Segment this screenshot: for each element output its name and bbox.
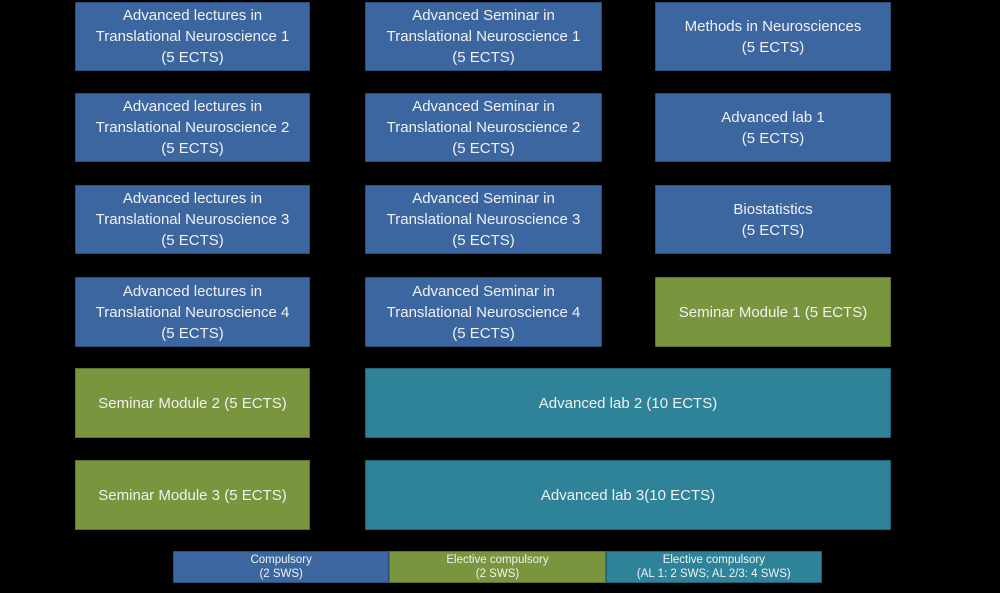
- module-label: Advanced lectures in Translational Neuro…: [95, 98, 290, 157]
- legend-label: Elective compulsory (AL 1: 2 SWS; AL 2/3…: [636, 554, 791, 580]
- module-box-advanced-seminar-2: Advanced Seminar in Translational Neuros…: [365, 93, 602, 162]
- module-label: Advanced lab 3(10 ECTS): [540, 486, 716, 504]
- module-box-advanced-lectures-4: Advanced lectures in Translational Neuro…: [75, 277, 310, 347]
- module-box-advanced-seminar-1: Advanced Seminar in Translational Neuros…: [365, 2, 602, 71]
- legend-label: Elective compulsory (2 SWS): [446, 554, 549, 580]
- module-box-advanced-lab-1: Advanced lab 1 (5 ECTS): [655, 93, 891, 162]
- module-box-advanced-lectures-2: Advanced lectures in Translational Neuro…: [75, 93, 310, 162]
- module-box-advanced-seminar-3: Advanced Seminar in Translational Neuros…: [365, 185, 602, 254]
- legend-item-elective-compulsory-lab: Elective compulsory (AL 1: 2 SWS; AL 2/3…: [605, 551, 822, 583]
- legend-label: Compulsory (2 SWS): [250, 554, 312, 580]
- module-box-seminar-module-3: Seminar Module 3 (5 ECTS): [75, 460, 310, 530]
- module-label: Advanced Seminar in Translational Neuros…: [386, 98, 581, 157]
- module-label: Advanced lab 2 (10 ECTS): [538, 394, 718, 412]
- legend-item-elective-compulsory-seminar: Elective compulsory (2 SWS): [389, 551, 606, 583]
- module-box-seminar-module-2: Seminar Module 2 (5 ECTS): [75, 368, 310, 438]
- module-box-advanced-seminar-4: Advanced Seminar in Translational Neuros…: [365, 277, 602, 347]
- module-label: Biostatistics (5 ECTS): [733, 200, 813, 239]
- module-label: Methods in Neurosciences (5 ECTS): [684, 17, 862, 56]
- module-box-advanced-lab-2: Advanced lab 2 (10 ECTS): [365, 368, 891, 438]
- module-label: Advanced Seminar in Translational Neuros…: [386, 190, 581, 249]
- module-label: Seminar Module 3 (5 ECTS): [98, 486, 287, 504]
- module-label: Advanced Seminar in Translational Neuros…: [386, 7, 581, 66]
- module-box-seminar-module-1: Seminar Module 1 (5 ECTS): [655, 277, 891, 347]
- module-label: Advanced lab 1 (5 ECTS): [721, 108, 825, 147]
- module-box-advanced-lectures-1: Advanced lectures in Translational Neuro…: [75, 2, 310, 71]
- module-label: Advanced Seminar in Translational Neuros…: [386, 282, 581, 342]
- module-label: Advanced lectures in Translational Neuro…: [95, 190, 290, 249]
- module-label: Seminar Module 2 (5 ECTS): [98, 394, 287, 412]
- module-box-advanced-lab-3: Advanced lab 3(10 ECTS): [365, 460, 891, 530]
- module-label: Seminar Module 1 (5 ECTS): [678, 303, 868, 321]
- module-box-methods-in-neurosciences: Methods in Neurosciences (5 ECTS): [655, 2, 891, 71]
- module-label: Advanced lectures in Translational Neuro…: [95, 7, 290, 66]
- module-box-biostatistics: Biostatistics (5 ECTS): [655, 185, 891, 254]
- legend: Compulsory (2 SWS) Elective compulsory (…: [173, 551, 822, 583]
- module-box-advanced-lectures-3: Advanced lectures in Translational Neuro…: [75, 185, 310, 254]
- legend-item-compulsory: Compulsory (2 SWS): [173, 551, 390, 583]
- module-label: Advanced lectures in Translational Neuro…: [95, 282, 290, 342]
